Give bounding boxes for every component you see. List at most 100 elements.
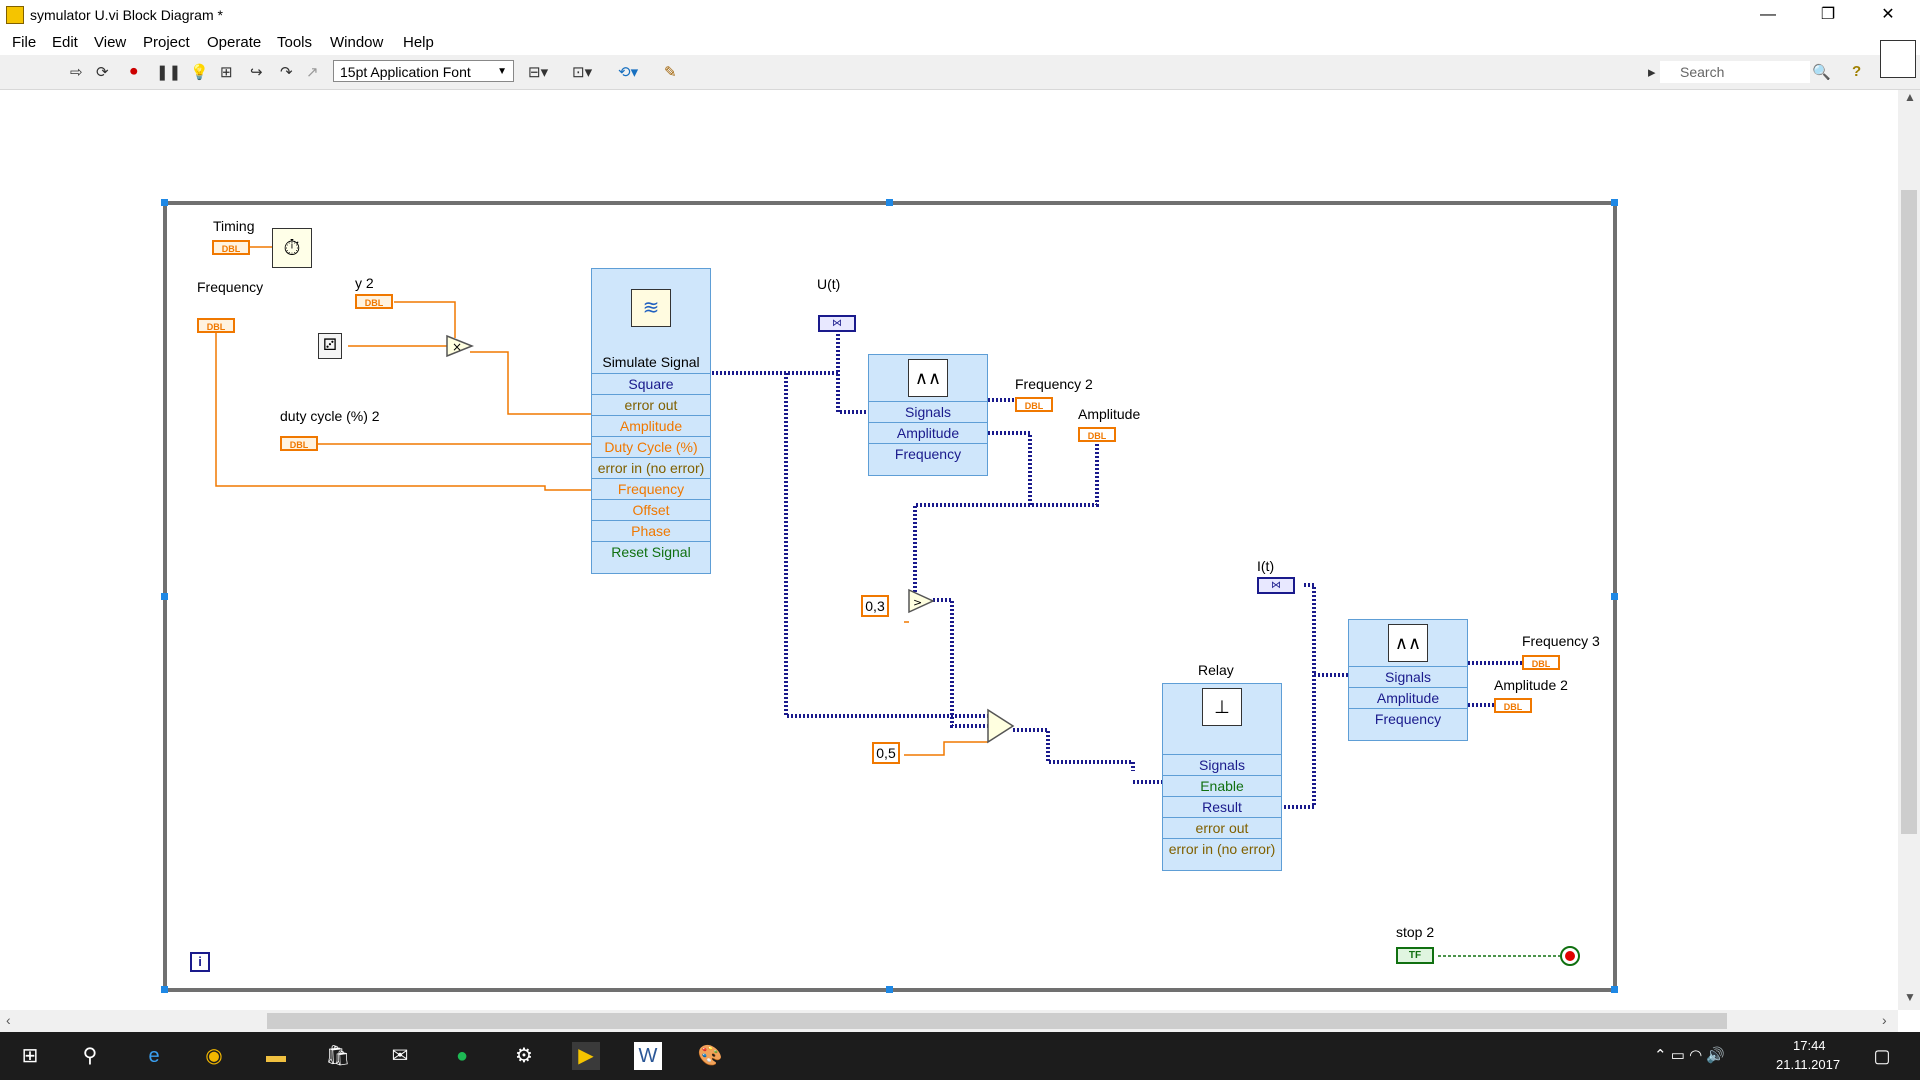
labview-icon[interactable]: ▶ (572, 1042, 600, 1070)
metronome-icon[interactable]: ⏱ (272, 228, 312, 268)
clock-date[interactable]: 21.11.2017 (1776, 1057, 1841, 1072)
tray-icons[interactable]: ⌃ ▭ ◠ 🔊 (1654, 1047, 1726, 1064)
simulate-signal-node[interactable]: ≋ Simulate Signal Square error out Ampli… (591, 268, 711, 574)
tone-measurements-icon: ∧∧ (1388, 624, 1428, 662)
random-number-icon[interactable]: ⚂ (318, 333, 342, 359)
word-icon[interactable]: W (634, 1042, 662, 1070)
restore-button[interactable]: ❐ (1820, 6, 1836, 23)
run-continuously-icon[interactable]: ⟳ (96, 64, 109, 81)
app-gear-icon[interactable]: ⚙ (515, 1045, 533, 1067)
block-diagram-canvas[interactable]: × > Timing DBL ⏱ Frequency DBL y 2 DBL ⚂… (0, 90, 1898, 1010)
iteration-terminal[interactable]: i (190, 952, 210, 972)
mail-icon[interactable]: ✉ (391, 1045, 409, 1067)
distribute-objects-icon[interactable]: ⊡▾ (572, 64, 593, 81)
menu-project[interactable]: Project (143, 34, 190, 51)
terminal-error-in[interactable]: error in (no error) (592, 457, 710, 478)
amplitude2-indicator[interactable]: DBL (1494, 698, 1532, 713)
horizontal-scroll-thumb[interactable] (267, 1013, 1727, 1029)
horizontal-scrollbar[interactable]: ‹ › (0, 1010, 1898, 1032)
menu-edit[interactable]: Edit (52, 34, 78, 51)
relay-terminal-error-out[interactable]: error out (1163, 817, 1281, 838)
store-icon[interactable]: 🛍 (325, 1045, 351, 1067)
timing-control[interactable]: DBL (212, 240, 250, 255)
terminal-phase[interactable]: Phase (592, 520, 710, 541)
menu-view[interactable]: View (94, 34, 127, 51)
amplitude2-label: Amplitude 2 (1494, 677, 1568, 693)
terminal-square[interactable]: Square (592, 373, 710, 394)
menu-tools[interactable]: Tools (277, 34, 313, 51)
terminal-reset-signal[interactable]: Reset Signal (592, 541, 710, 562)
search-icon[interactable]: 🔍 (1812, 64, 1831, 81)
ut-indicator[interactable]: ⋈ (818, 315, 856, 332)
reorder-icon[interactable]: ⟲▾ (618, 64, 639, 81)
scroll-up-icon[interactable]: ▲ (1904, 90, 1916, 104)
constant-0-3[interactable]: 0,3 (861, 595, 889, 617)
scroll-down-icon[interactable]: ▼ (1904, 990, 1916, 1004)
menu-file[interactable]: File (12, 34, 37, 51)
it-label: I(t) (1257, 558, 1275, 574)
context-help-icon[interactable]: ? (1852, 63, 1862, 80)
frequency3-indicator[interactable]: DBL (1522, 655, 1560, 670)
notifications-icon[interactable]: ▢ (1873, 1046, 1891, 1066)
amplitude-indicator[interactable]: DBL (1078, 427, 1116, 442)
constant-0-5[interactable]: 0,5 (872, 742, 900, 764)
tone2-terminal-frequency[interactable]: Frequency (1349, 708, 1467, 729)
vi-icon[interactable] (1880, 40, 1916, 78)
scroll-right-icon[interactable]: › (1882, 1012, 1887, 1028)
run-arrow-icon[interactable]: ⇨ (70, 64, 83, 81)
menu-operate[interactable]: Operate (207, 34, 262, 51)
expand-arrow-icon[interactable]: ▸ (1648, 64, 1656, 81)
search-input[interactable]: Search (1660, 61, 1810, 83)
paint-icon[interactable]: 🎨 (697, 1045, 723, 1067)
signal-wires (708, 322, 1522, 809)
search-icon[interactable]: ⚲ (82, 1045, 98, 1067)
step-out-icon[interactable]: ↗ (306, 64, 319, 81)
menu-help[interactable]: Help (403, 34, 434, 51)
close-button[interactable]: ✕ (1881, 6, 1895, 23)
frequency-control[interactable]: DBL (197, 318, 235, 333)
font-select[interactable]: 15pt Application Font ▼ (333, 60, 514, 82)
tone1-terminal-frequency[interactable]: Frequency (869, 443, 987, 464)
stop-control[interactable]: TF (1396, 947, 1434, 964)
clock-time[interactable]: 17:44 (1793, 1038, 1826, 1053)
terminal-error-out[interactable]: error out (592, 394, 710, 415)
step-over-icon[interactable]: ↷ (280, 64, 293, 81)
amplitude-label: Amplitude (1078, 406, 1141, 422)
abort-icon[interactable]: ⏺ (130, 63, 138, 80)
terminal-duty-cycle[interactable]: Duty Cycle (%) (592, 436, 710, 457)
edge-icon[interactable]: e (148, 1045, 160, 1067)
scroll-left-icon[interactable]: ‹ (6, 1012, 11, 1028)
minimize-button[interactable]: — (1760, 6, 1776, 23)
terminal-offset[interactable]: Offset (592, 499, 710, 520)
tone-measurements-node-1[interactable]: ∧∧ Signals Amplitude Frequency (868, 354, 988, 476)
file-explorer-icon[interactable]: ▬ (266, 1045, 286, 1067)
relay-node[interactable]: ⊥ Signals Enable Result error out error … (1162, 683, 1282, 871)
relay-terminal-error-in[interactable]: error in (no error) (1163, 838, 1281, 859)
windows-start-icon[interactable]: ⊞ (21, 1045, 39, 1067)
vertical-scroll-thumb[interactable] (1901, 190, 1917, 834)
relay-terminal-result[interactable]: Result (1163, 796, 1281, 817)
frequency2-indicator[interactable]: DBL (1015, 397, 1053, 412)
tone-measurements-node-2[interactable]: ∧∧ Signals Amplitude Frequency (1348, 619, 1468, 741)
step-into-icon[interactable]: ↪ (250, 64, 263, 81)
menu-window[interactable]: Window (330, 34, 384, 51)
chrome-icon[interactable]: ◉ (205, 1045, 223, 1067)
vertical-scrollbar[interactable]: ▲ ▼ (1898, 90, 1920, 1010)
terminal-amplitude[interactable]: Amplitude (592, 415, 710, 436)
tone2-terminal-signals[interactable]: Signals (1349, 666, 1467, 687)
relay-terminal-signals[interactable]: Signals (1163, 754, 1281, 775)
tone1-terminal-signals[interactable]: Signals (869, 401, 987, 422)
spotify-icon[interactable]: ● (455, 1045, 469, 1067)
it-indicator[interactable]: ⋈ (1257, 577, 1295, 594)
duty-cycle-control[interactable]: DBL (280, 436, 318, 451)
tone2-terminal-amplitude[interactable]: Amplitude (1349, 687, 1467, 708)
tone1-terminal-amplitude[interactable]: Amplitude (869, 422, 987, 443)
pause-icon[interactable]: ❚❚ (156, 64, 182, 81)
highlight-execution-icon[interactable]: 💡 (190, 64, 209, 81)
terminal-frequency[interactable]: Frequency (592, 478, 710, 499)
align-objects-icon[interactable]: ⊟▾ (528, 64, 549, 81)
relay-terminal-enable[interactable]: Enable (1163, 775, 1281, 796)
cleanup-diagram-icon[interactable]: ✎ (664, 64, 677, 81)
y2-control[interactable]: DBL (355, 294, 393, 309)
retain-wire-values-icon[interactable]: ⊞ (220, 64, 233, 81)
